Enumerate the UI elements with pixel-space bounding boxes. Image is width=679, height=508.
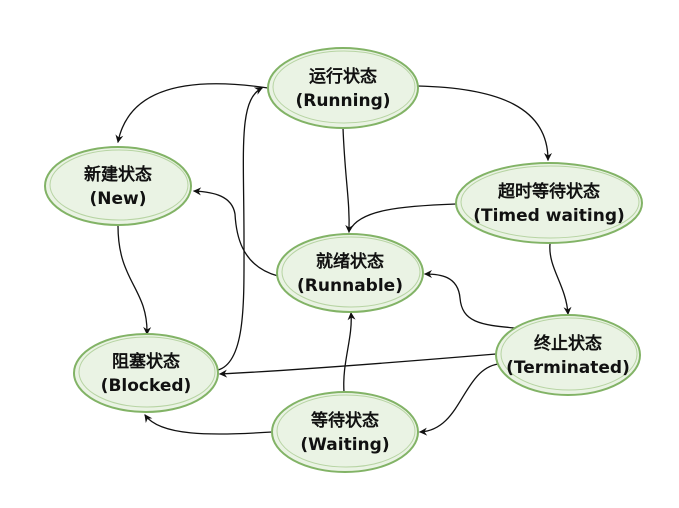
state-subtitle-waiting: (Waiting) [300,435,389,455]
state-title-blocked: 阻塞状态 [112,351,180,372]
state-subtitle-runnable: (Runnable) [297,276,403,296]
edge-blocked-to-running [217,87,263,371]
state-node-runnable: 就绪状态 (Runnable) [276,233,424,313]
state-title-timed-waiting: 超时等待状态 [498,181,600,202]
edge-running-to-timed-waiting [417,85,552,161]
edge-timed-waiting-to-runnable [349,203,457,231]
edge-waiting-to-blocked [144,414,273,435]
state-node-timed-waiting: 超时等待状态 (Timed waiting) [455,162,643,244]
edge-running-to-runnable [342,127,354,233]
state-title-terminated: 终止状态 [534,333,602,354]
state-node-terminated: 终止状态 (Terminated) [495,314,641,396]
state-node-new: 新建状态 (New) [44,146,192,226]
edges [115,83,572,436]
state-node-waiting: 等待状态 (Waiting) [271,391,419,473]
state-subtitle-running: (Running) [295,91,390,111]
state-title-waiting: 等待状态 [311,410,379,431]
state-subtitle-blocked: (Blocked) [101,376,192,396]
state-title-runnable: 就绪状态 [316,251,384,272]
edge-terminated-to-runnable [424,270,516,329]
edge-terminated-to-waiting [419,363,499,436]
edge-runnable-to-new [193,187,279,277]
state-node-running: 运行状态 (Running) [267,47,419,129]
edge-waiting-to-runnable [343,312,356,393]
state-subtitle-timed-waiting: (Timed waiting) [473,206,625,226]
state-subtitle-terminated: (Terminated) [506,358,630,378]
edge-terminated-to-blocked [219,353,497,378]
edge-new-to-blocked [117,225,152,335]
edge-timed-waiting-to-terminated [549,243,572,315]
state-subtitle-new: (New) [89,189,146,209]
state-title-running: 运行状态 [309,66,377,87]
state-node-blocked: 阻塞状态 (Blocked) [73,333,219,413]
state-title-new: 新建状态 [84,164,152,185]
edge-running-to-new [115,83,269,143]
